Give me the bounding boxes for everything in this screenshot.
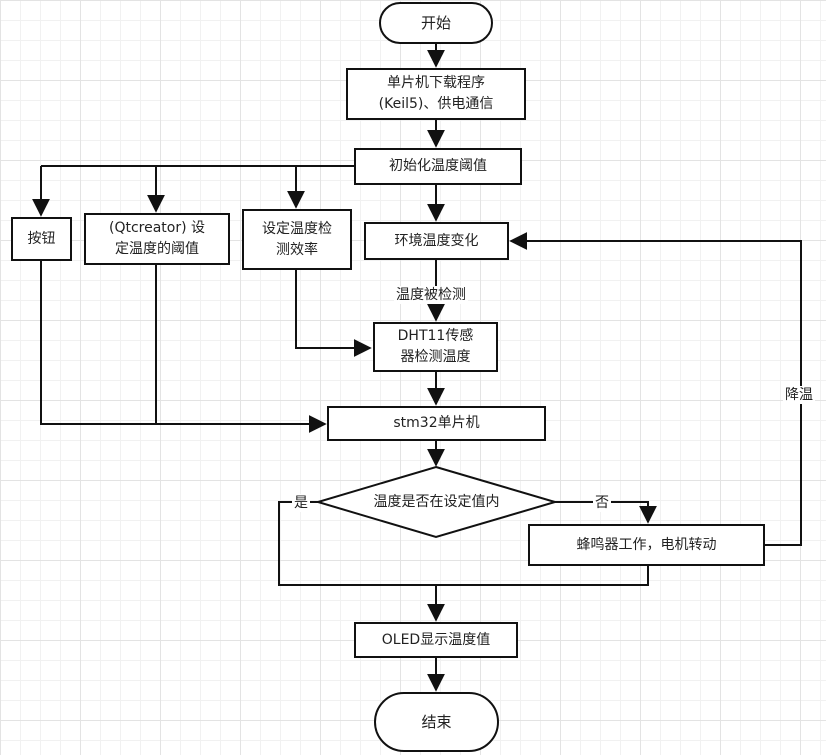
oled-display-node: OLED显示温度值 [354, 622, 518, 658]
edge-button-to-stm32 [40, 261, 327, 433]
decision-label: 温度是否在设定值内 [373, 494, 500, 510]
start-label: 开始 [420, 13, 451, 32]
dht11-label: DHT11传感 器检测温度 [397, 328, 474, 365]
edge-label-yes: 是 [292, 494, 310, 512]
edge-label-no: 否 [593, 494, 611, 512]
edge-rate-to-dht11 [295, 270, 372, 357]
stm32-label: stm32单片机 [393, 415, 480, 431]
edge-decision-no [555, 501, 657, 524]
set-rate-node: 设定温度检 测效率 [242, 209, 352, 270]
qt-threshold-node: (Qtcreator) 设 定温度的阈值 [84, 213, 230, 265]
oled-display-label: OLED显示温度值 [381, 631, 491, 648]
download-program-node: 单片机下载程序 (Keil5)、供电通信 [346, 68, 526, 120]
button-label: 按钮 [27, 230, 56, 247]
init-threshold-label: 初始化温度阈值 [389, 158, 487, 174]
edge-label-detected: 温度被检测 [394, 286, 468, 304]
init-threshold-node: 初始化温度阈值 [354, 148, 522, 185]
qt-threshold-label: (Qtcreator) 设 定温度的阈值 [108, 220, 206, 257]
stm32-node: stm32单片机 [327, 406, 546, 441]
button-node: 按钮 [11, 217, 72, 261]
buzzer-motor-label: 蜂鸣器工作，电机转动 [576, 536, 717, 553]
set-rate-label: 设定温度检 测效率 [262, 220, 332, 258]
edge-label-cool: 降温 [783, 386, 815, 404]
decision-diamond [314, 465, 559, 539]
env-change-node: 环境温度变化 [364, 222, 509, 260]
buzzer-motor-node: 蜂鸣器工作，电机转动 [528, 524, 765, 566]
dht11-node: DHT11传感 器检测温度 [373, 322, 498, 372]
end-node: 结束 [374, 692, 499, 752]
edge-buzzer-to-merge [436, 566, 649, 586]
download-program-label: 单片机下载程序 (Keil5)、供电通信 [378, 75, 494, 112]
start-node: 开始 [379, 2, 493, 44]
env-change-label: 环境温度变化 [394, 232, 479, 249]
end-label: 结束 [421, 712, 452, 731]
